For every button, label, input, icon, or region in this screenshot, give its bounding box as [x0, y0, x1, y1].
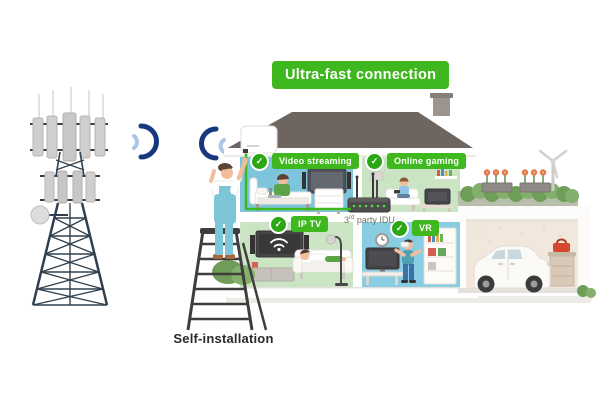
clock-icon — [375, 233, 389, 247]
desk-monitor — [420, 188, 454, 212]
idu-rest: party IDU — [354, 215, 395, 225]
dresser — [314, 188, 344, 214]
check-icon: ✓ — [269, 214, 288, 234]
odu-unit-icon — [240, 125, 278, 154]
badge-ip-tv: ✓ IP TV — [269, 214, 329, 234]
cell-tower-icon — [30, 87, 109, 306]
idu-number: 3 — [344, 215, 350, 225]
car-icon — [473, 245, 551, 293]
vr-room-scene — [361, 227, 457, 285]
badge-online-gaming-label: Online gaming — [387, 153, 467, 169]
badge-vr-label: VR — [412, 220, 439, 236]
badge-video-streaming-label: Video streaming — [272, 153, 359, 169]
check-icon: ✓ — [390, 218, 409, 238]
badge-online-gaming: ✓ Online gaming — [365, 151, 467, 171]
banner-ultra-fast-connection: Ultra-fast connection — [272, 61, 450, 89]
person-with-laptop — [268, 173, 290, 198]
roof-garden — [458, 169, 579, 206]
gaming-room-scene — [347, 169, 457, 213]
person-lying — [300, 249, 346, 262]
router-icon — [347, 172, 391, 213]
bookshelf — [435, 169, 457, 179]
kid-with-controller — [394, 177, 410, 198]
badge-vr: ✓ VR — [390, 218, 439, 238]
installer-icon — [208, 157, 248, 259]
badge-ip-tv-label: IP TV — [291, 216, 329, 232]
check-icon: ✓ — [365, 151, 384, 171]
flowers-icon — [483, 169, 547, 183]
garage-cabinet — [548, 238, 576, 287]
tv-on-stand — [361, 247, 404, 285]
wifi-icon — [270, 238, 288, 252]
idu-ordinal: rd — [349, 215, 355, 221]
garage — [458, 206, 596, 298]
self-installation-label: Self-installation — [173, 331, 274, 346]
iptv-room-scene — [248, 230, 354, 286]
signal-waves-icon — [132, 123, 159, 160]
third-party-idu-label: 3rd party IDU — [344, 215, 395, 225]
signal-waves-icon — [199, 126, 226, 161]
bedroom-scene — [249, 168, 351, 214]
vr-person — [394, 239, 422, 283]
shelf-unit — [423, 227, 457, 285]
check-icon: ✓ — [250, 151, 269, 171]
green-cable — [244, 152, 351, 211]
tv-icon — [250, 230, 309, 258]
wind-turbine-icon — [538, 149, 568, 191]
badge-video-streaming: ✓ Video streaming — [250, 151, 359, 171]
floor-lamp — [326, 234, 348, 286]
